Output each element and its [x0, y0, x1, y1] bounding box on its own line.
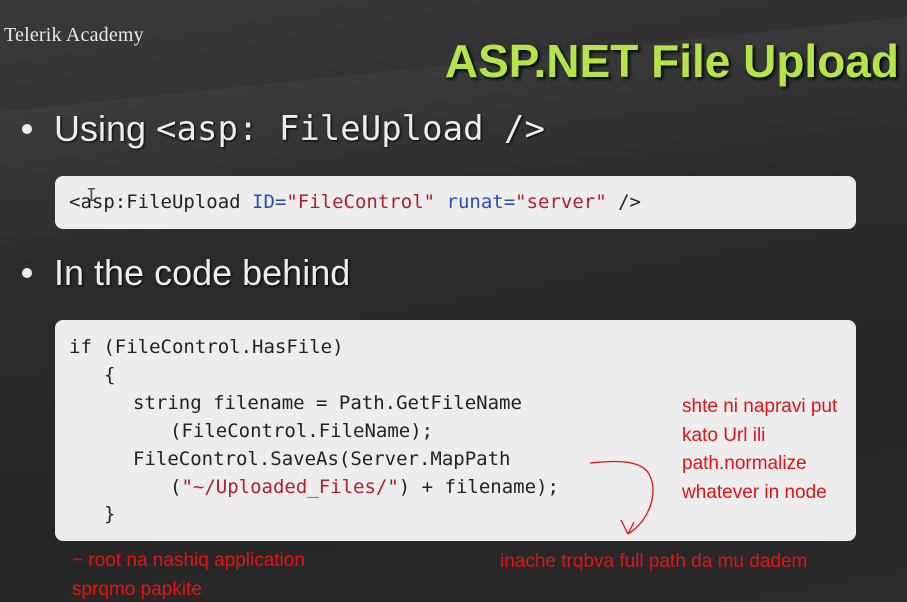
code-rest: ) + filename);: [398, 476, 559, 498]
code-attr-runat: runat=: [435, 191, 516, 213]
bullet-dot-icon: [22, 268, 32, 278]
bullet-code: <asp: FileUpload />: [156, 109, 545, 149]
annotation-line: whatever in node: [682, 481, 827, 503]
bullet-text: In the code behind: [54, 252, 351, 293]
telerik-academy-logo: Telerik Academy: [4, 24, 144, 46]
annotation-left: ~ root na nashiq application sprqmo papk…: [72, 546, 305, 602]
handdrawn-arrow-icon: [589, 460, 654, 535]
annotation-line: sprqmo papkite: [72, 579, 202, 600]
code-attr-id: ID=: [252, 191, 287, 213]
bullet-dot-icon: [22, 124, 32, 134]
code-val-id: "FileControl": [286, 191, 436, 213]
code-string: "~/Uploaded_Files/": [181, 476, 399, 498]
code-tag-close: />: [606, 191, 641, 213]
bullet-code-behind: In the code behind: [22, 252, 350, 294]
annotation-line: ~ root na nashiq application: [72, 550, 305, 571]
code-val-runat: "server": [515, 191, 607, 213]
code-line: {: [104, 364, 116, 386]
code-line: FileControl.SaveAs(Server.MapPath: [133, 448, 511, 470]
annotation-line: path.normalize: [682, 453, 807, 474]
markup-code-line: <asp:FileUpload ID="FileControl" runat="…: [69, 191, 641, 213]
code-line: (FileControl.FileName);: [170, 420, 434, 442]
text-cursor-icon: I: [86, 185, 97, 206]
code-paren: (: [170, 476, 182, 498]
code-tag-open: <asp:FileUpload: [69, 191, 253, 213]
annotation-right: shte ni napravi put kato Url ili path.no…: [682, 393, 907, 507]
code-line: ("~/Uploaded_Files/") + filename);: [170, 476, 559, 498]
code-line: }: [104, 503, 116, 525]
slide-title: ASP.NET File Upload: [444, 35, 899, 87]
code-line: if (FileControl.HasFile): [69, 336, 344, 358]
annotation-line: kato Url ili: [682, 424, 766, 446]
markup-code-box: I <asp:FileUpload ID="FileControl" runat…: [55, 176, 856, 229]
bullet-using-fileupload: Using <asp: FileUpload />: [22, 108, 545, 150]
annotation-line: shte ni napravi put: [682, 396, 838, 417]
bullet-text: Using: [54, 108, 157, 149]
code-line: string filename = Path.GetFileName: [133, 392, 522, 414]
annotation-bottom: inache trqbva full path da mu dadem: [500, 551, 808, 572]
code-behind-box: if (FileControl.HasFile) { string filena…: [55, 320, 856, 541]
